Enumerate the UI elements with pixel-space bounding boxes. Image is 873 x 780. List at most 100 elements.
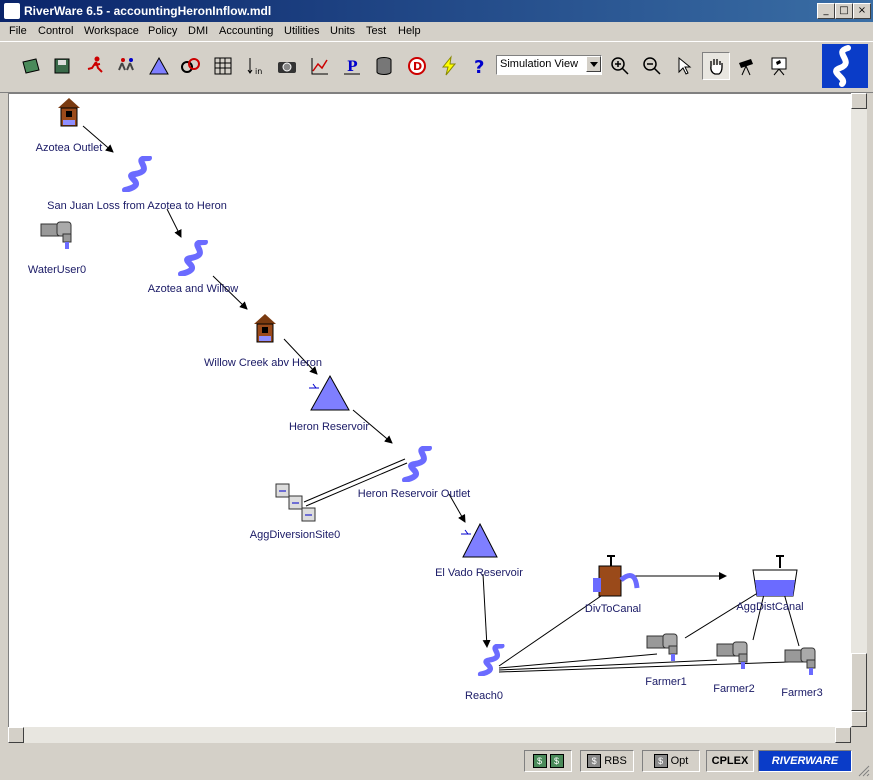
node-label-div-to-canal[interactable]: DivToCanal <box>584 603 642 615</box>
view-mode-value: Simulation View <box>500 58 579 70</box>
menu-help[interactable]: Help <box>398 25 421 37</box>
workspace-canvas[interactable]: Azotea Outlet San Juan Loss from Azotea … <box>8 93 852 728</box>
rbs-status-icon: $ <box>587 754 602 768</box>
svg-text:D: D <box>413 60 422 73</box>
status-bar: $ $ $ RBS $ Opt CPLEX RIVERWARE <box>0 745 873 779</box>
heron-reservoir-node[interactable] <box>309 374 350 411</box>
riverware-brand-badge: RIVERWARE <box>758 750 852 772</box>
riverware-app-icon[interactable] <box>4 3 20 19</box>
azotea-willow-river-node[interactable] <box>181 242 205 274</box>
menu-utilities[interactable]: Utilities <box>284 25 320 37</box>
opt-status[interactable]: $ Opt <box>642 750 700 772</box>
window-title: RiverWare 6.5 - accountingHeronInflow.md… <box>24 4 272 18</box>
acct-status-icon: $ <box>549 754 564 768</box>
willow-creek-node[interactable] <box>253 313 277 343</box>
riverware-logo <box>822 44 868 88</box>
telescope-icon[interactable] <box>734 53 760 79</box>
camera-icon[interactable] <box>274 53 300 79</box>
pointer-icon[interactable] <box>671 53 697 79</box>
node-label-heron-outlet[interactable]: Heron Reservoir Outlet <box>357 488 471 500</box>
database-icon[interactable] <box>371 53 397 79</box>
lightning-icon[interactable] <box>436 53 462 79</box>
cplex-status[interactable]: CPLEX <box>706 750 754 772</box>
plot-icon[interactable] <box>307 53 333 79</box>
div-to-canal-node[interactable] <box>593 555 640 597</box>
node-label-agg-diversion[interactable]: AggDiversionSite0 <box>249 529 341 541</box>
policy-icon[interactable]: P <box>339 53 365 79</box>
reservoir-palette-icon[interactable] <box>146 53 172 79</box>
reach0-river-node[interactable] <box>481 646 502 674</box>
menu-control[interactable]: Control <box>38 25 74 37</box>
heron-outlet-river-node[interactable] <box>405 448 429 480</box>
node-label-wateruser0[interactable]: WaterUser0 <box>27 264 87 276</box>
minimize-button[interactable]: _ <box>817 3 835 19</box>
node-label-reach0[interactable]: Reach0 <box>465 690 503 702</box>
node-label-willow-creek[interactable]: Willow Creek abv Heron <box>204 357 322 369</box>
in-out-icon[interactable]: in <box>243 53 269 79</box>
dmi-icon[interactable]: D <box>404 53 430 79</box>
title-bar: RiverWare 6.5 - accountingHeronInflow.md… <box>0 0 873 22</box>
maximize-button[interactable]: □ <box>835 3 853 19</box>
farmer3-node[interactable] <box>783 646 817 676</box>
sim-status-icon: $ <box>532 754 547 768</box>
node-label-sj-loss[interactable]: San Juan Loss from Azotea to Heron <box>47 200 227 212</box>
sim-status-group[interactable]: $ $ <box>524 750 572 772</box>
zoom-in-icon[interactable] <box>607 53 633 79</box>
farmer2-node[interactable] <box>715 640 749 670</box>
node-label-azotea-willow[interactable]: Azotea and Willow <box>147 283 239 295</box>
agg-diversion-site-node[interactable] <box>275 483 316 522</box>
menu-accounting[interactable]: Accounting <box>219 25 274 37</box>
node-label-azotea-outlet[interactable]: Azotea Outlet <box>35 142 103 154</box>
wateruser0-node[interactable] <box>39 220 73 250</box>
menu-dmi[interactable]: DMI <box>188 25 209 37</box>
easel-icon[interactable] <box>766 53 792 79</box>
node-label-agg-dist-canal[interactable]: AggDistCanal <box>736 601 804 613</box>
open-icon[interactable] <box>18 53 44 79</box>
menu-workspace[interactable]: Workspace <box>84 25 139 37</box>
menu-bar: File Control Workspace Policy DMI Accoun… <box>0 22 873 41</box>
zoom-out-icon[interactable] <box>639 53 665 79</box>
hand-pan-icon[interactable] <box>702 52 730 80</box>
agg-dist-canal-node[interactable] <box>752 555 798 597</box>
brand-label: RIVERWARE <box>771 755 839 767</box>
horizontal-scrollbar[interactable] <box>8 727 851 743</box>
vertical-scroll-thumb[interactable] <box>851 653 867 711</box>
resize-grip-icon[interactable] <box>856 763 870 777</box>
scroll-up-icon[interactable] <box>851 93 867 109</box>
view-mode-select[interactable]: Simulation View <box>496 55 602 75</box>
sj-loss-river-node[interactable] <box>125 158 149 190</box>
node-label-farmer2[interactable]: Farmer2 <box>713 683 755 695</box>
scroll-down-icon[interactable] <box>851 711 867 727</box>
scroll-left-icon[interactable] <box>8 727 24 743</box>
close-button[interactable]: × <box>853 3 871 19</box>
cplex-status-label: CPLEX <box>711 755 749 767</box>
rbs-status[interactable]: $ RBS <box>580 750 634 772</box>
opt-status-label: Opt <box>670 755 689 767</box>
node-label-el-vado[interactable]: El Vado Reservoir <box>435 567 523 579</box>
node-label-farmer1[interactable]: Farmer1 <box>645 676 687 688</box>
svg-text:in: in <box>255 67 262 76</box>
chevron-down-icon[interactable] <box>586 56 601 72</box>
link-icon[interactable] <box>177 53 203 79</box>
opt-status-icon: $ <box>653 754 668 768</box>
menu-file[interactable]: File <box>9 25 27 37</box>
scroll-right-icon[interactable] <box>835 727 851 743</box>
help-question-icon[interactable]: ? <box>467 53 493 79</box>
svg-text:P: P <box>347 59 358 75</box>
el-vado-reservoir-node[interactable] <box>461 522 498 558</box>
rbs-status-label: RBS <box>604 755 627 767</box>
azotea-outlet-node[interactable] <box>57 97 81 127</box>
save-icon[interactable] <box>49 53 75 79</box>
run-icon[interactable] <box>82 53 108 79</box>
farmer1-node[interactable] <box>645 632 679 662</box>
network-links <box>39 97 817 676</box>
grid-icon[interactable] <box>210 53 236 79</box>
menu-test[interactable]: Test <box>366 25 387 37</box>
vertical-scrollbar[interactable] <box>851 93 867 727</box>
menu-policy[interactable]: Policy <box>148 25 178 37</box>
menu-units[interactable]: Units <box>330 25 356 37</box>
node-label-heron-reservoir[interactable]: Heron Reservoir <box>288 421 370 433</box>
multi-run-icon[interactable] <box>113 53 139 79</box>
scroll-corner <box>851 727 867 743</box>
node-label-farmer3[interactable]: Farmer3 <box>781 687 823 699</box>
